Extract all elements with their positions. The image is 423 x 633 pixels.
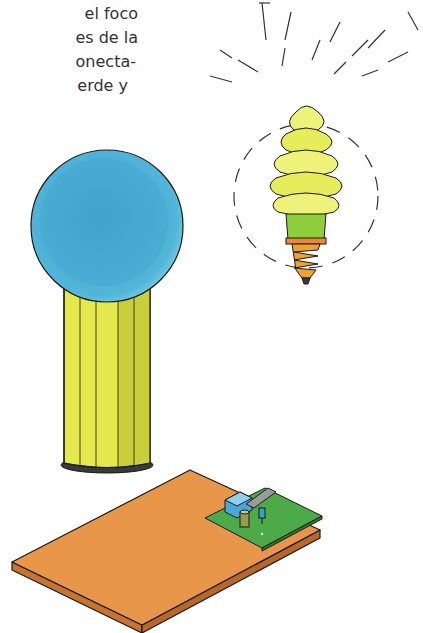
circuit-board bbox=[205, 488, 322, 551]
cfl-bulb bbox=[270, 106, 342, 284]
resistor bbox=[259, 508, 265, 518]
coil-tube bbox=[64, 285, 150, 469]
heat-sink bbox=[246, 488, 276, 508]
body-text: es de la bbox=[75, 28, 138, 48]
body-text: onecta- bbox=[76, 52, 136, 72]
glow-rays bbox=[210, 3, 418, 268]
body-text: erde y bbox=[77, 76, 128, 96]
metal-sphere bbox=[31, 150, 183, 302]
body-text: el foco bbox=[85, 4, 138, 24]
